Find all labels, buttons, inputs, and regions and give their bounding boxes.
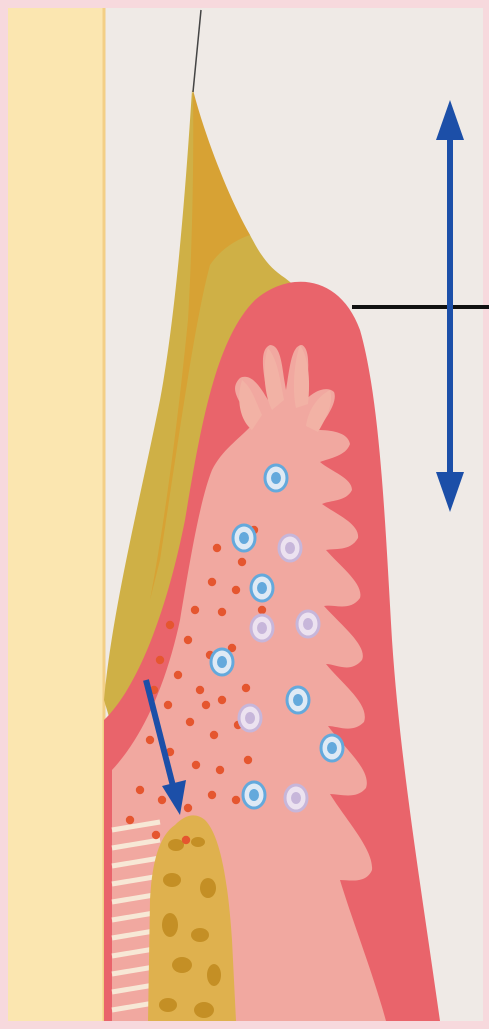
inflammatory-dot — [213, 544, 221, 552]
inflammatory-dot — [186, 718, 194, 726]
inflammatory-dot — [152, 831, 160, 839]
immune-cell — [239, 705, 261, 731]
inflammatory-dot — [202, 701, 210, 709]
inflammatory-dot — [218, 608, 226, 616]
inflammatory-dot — [244, 756, 252, 764]
immune-cell — [285, 785, 307, 811]
bone-spot — [172, 957, 192, 973]
immune-cell — [251, 615, 273, 641]
immune-cell — [211, 649, 233, 675]
inflammatory-dot — [174, 671, 182, 679]
bone-spot — [191, 928, 209, 942]
inflammatory-dot — [191, 606, 199, 614]
tooth-surface — [8, 8, 104, 1021]
inflammatory-dot — [184, 804, 192, 812]
inflammatory-dot — [136, 786, 144, 794]
immune-cell — [321, 735, 343, 761]
inflammatory-dot — [258, 606, 266, 614]
bone-spot — [207, 964, 221, 986]
inflammatory-dot — [158, 796, 166, 804]
immune-cell — [265, 465, 287, 491]
inflammatory-dot — [196, 686, 204, 694]
immune-cell — [297, 611, 319, 637]
inflammatory-dot — [210, 731, 218, 739]
inflammatory-dot — [146, 736, 154, 744]
immune-cell — [251, 575, 273, 601]
inflammatory-dot — [218, 696, 226, 704]
immune-cell — [243, 782, 265, 808]
bone-spot — [159, 998, 177, 1012]
inflammatory-dot — [208, 578, 216, 586]
inflammatory-dot — [126, 816, 134, 824]
bone-spot — [168, 839, 184, 851]
inflammatory-dot — [232, 796, 240, 804]
inflammatory-dot — [242, 684, 250, 692]
inflammatory-dot — [184, 636, 192, 644]
bone-spot — [200, 878, 216, 898]
inflammatory-dot — [208, 791, 216, 799]
inflammatory-dot — [192, 761, 200, 769]
inflammatory-dot — [164, 701, 172, 709]
bone-spot — [194, 1002, 214, 1018]
inflammatory-dot — [232, 586, 240, 594]
bone-spot — [163, 873, 181, 887]
immune-cell — [287, 687, 309, 713]
inflammatory-dot — [166, 621, 174, 629]
inflammatory-dot — [216, 766, 224, 774]
inflammatory-dot — [182, 836, 190, 844]
inflammatory-dot — [238, 558, 246, 566]
immune-cell — [279, 535, 301, 561]
inflammatory-dot — [156, 656, 164, 664]
bone-spot — [162, 913, 178, 937]
immune-cell — [233, 525, 255, 551]
bone-spot — [191, 837, 205, 847]
